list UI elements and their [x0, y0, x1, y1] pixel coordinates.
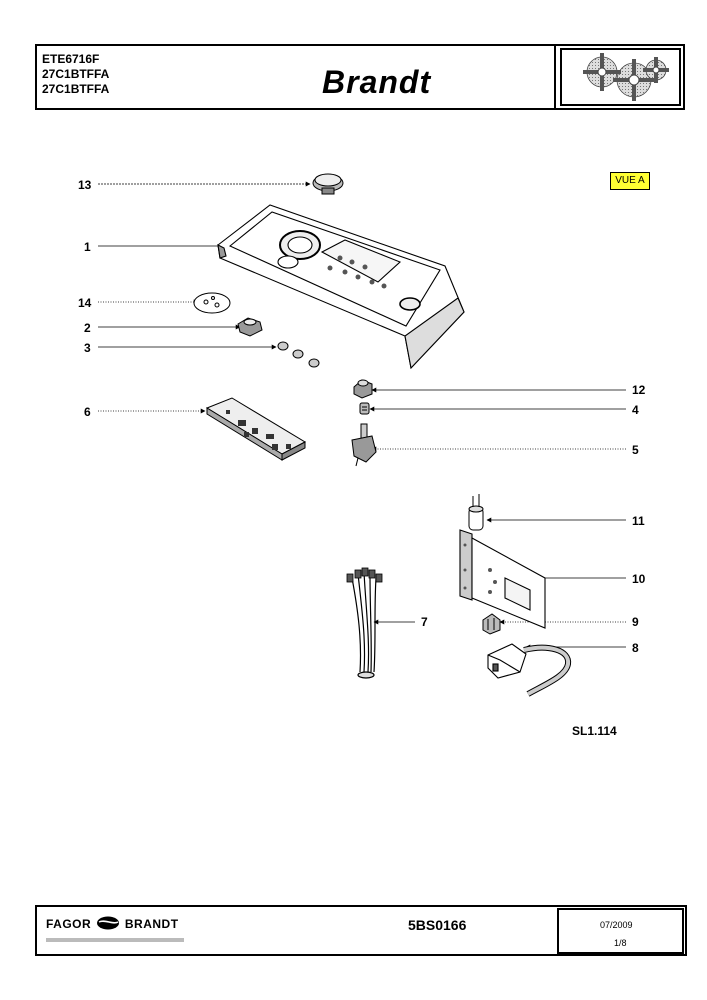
- part-switch: [353, 379, 373, 399]
- callout-4: 4: [632, 403, 639, 417]
- fagor-brandt-logo-icon: FAGOR BRANDT: [46, 916, 179, 931]
- part-nut: [359, 402, 370, 415]
- document-date: 07/2009: [600, 920, 633, 930]
- logo-swirl-icon: [97, 916, 120, 930]
- model-code-1: ETE6716F: [42, 52, 100, 66]
- footer-date-box: [557, 908, 684, 954]
- page-number: 1/8: [614, 938, 627, 948]
- brand-logo-text: Brandt: [322, 64, 432, 100]
- callout-13: 13: [78, 178, 92, 192]
- part-selector: [351, 423, 377, 467]
- callout-9: 9: [632, 615, 639, 629]
- callout-7: 7: [421, 615, 428, 629]
- part-connector: [482, 613, 501, 635]
- model-code-3: 27C1BTFFA: [42, 82, 110, 96]
- callout-8: 8: [632, 641, 639, 655]
- callout-11: 11: [632, 514, 645, 528]
- gears-image: [560, 48, 681, 106]
- part-wiring-harness: [346, 567, 383, 679]
- callout-3: 3: [84, 341, 91, 355]
- header-frame: [35, 44, 685, 110]
- model-code-2: 27C1BTFFA: [42, 67, 110, 81]
- callout-10: 10: [632, 572, 646, 586]
- part-bracket: [459, 529, 546, 629]
- part-knob: [312, 173, 344, 195]
- callout-5: 5: [632, 443, 639, 457]
- header-divider: [554, 44, 556, 110]
- callout-6: 6: [84, 405, 91, 419]
- gears-icon: [583, 53, 669, 101]
- sheet-code: SL1.114: [572, 724, 617, 738]
- part-control-panel: [217, 204, 465, 370]
- part-capacitor: [468, 494, 484, 531]
- callout-1: 1: [84, 240, 91, 254]
- callout-2: 2: [84, 321, 91, 335]
- part-power-cord: [487, 643, 571, 697]
- logo-tagline-pattern: [46, 937, 184, 943]
- callout-12: 12: [632, 383, 646, 397]
- callout-14: 14: [78, 296, 92, 310]
- logo-text-left: FAGOR: [46, 917, 92, 931]
- view-label-badge: VUE A: [610, 172, 650, 190]
- footer-frame: [35, 905, 687, 956]
- part-display-disc: [193, 292, 231, 314]
- part-buttons: [277, 341, 320, 368]
- part-potentiometer: [237, 317, 263, 337]
- part-circuit-board: [205, 397, 307, 461]
- document-code: 5BS0166: [408, 917, 467, 933]
- logo-text-right: BRANDT: [124, 917, 179, 931]
